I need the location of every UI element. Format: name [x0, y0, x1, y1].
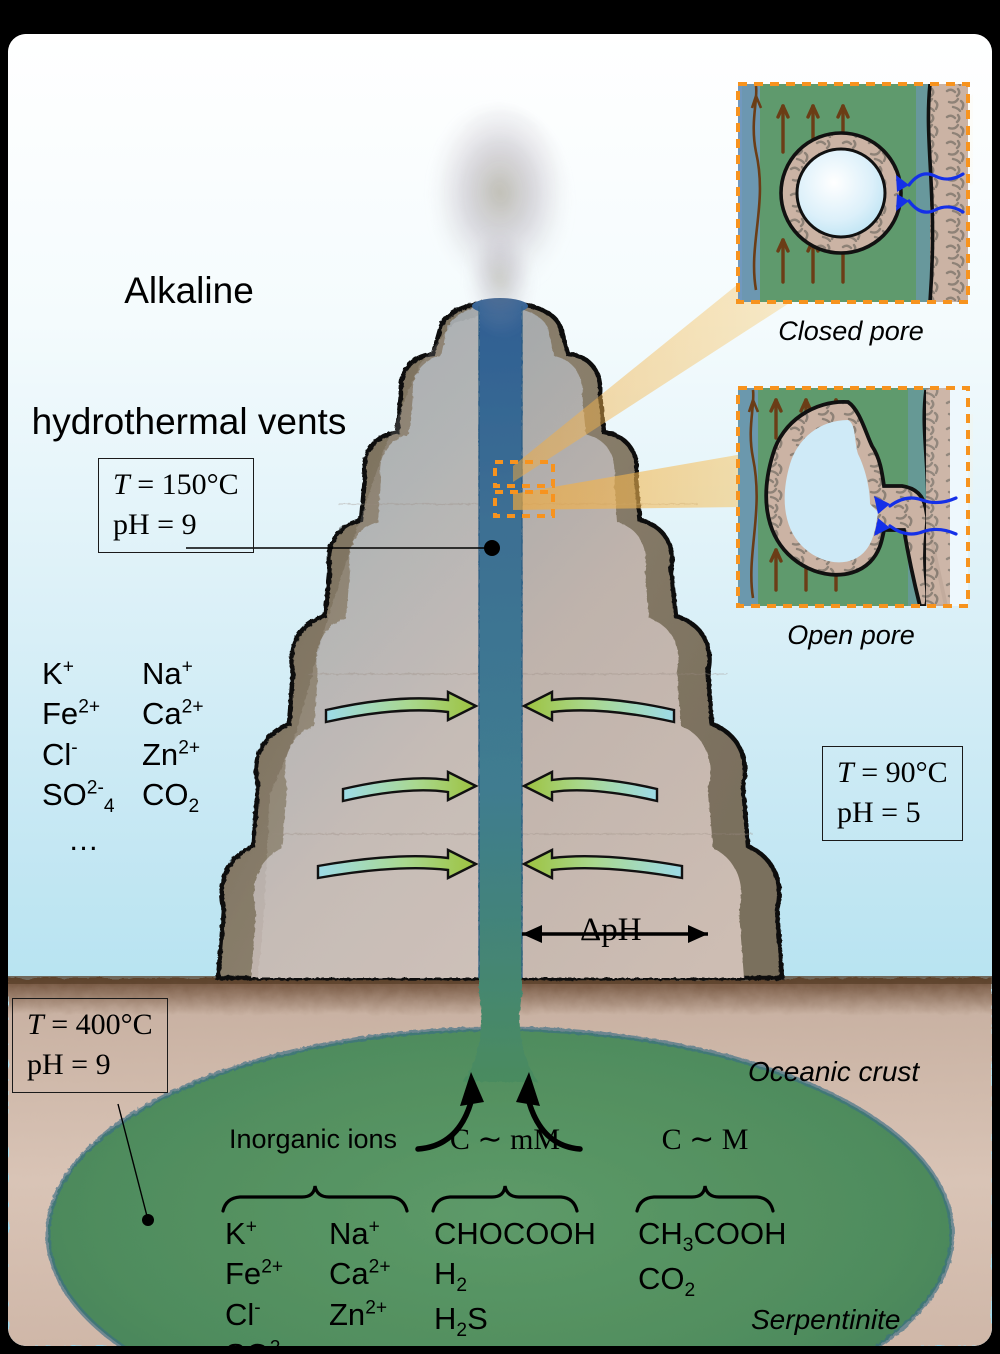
brace-m	[635, 1185, 775, 1213]
species-item: HS-R	[434, 1345, 596, 1346]
label-box-vent-outer: T = 90°C pH = 5	[822, 746, 963, 842]
ph-line-vent-outer: pH = 5	[837, 795, 921, 829]
inflow-arrowhead-left	[460, 1072, 484, 1106]
inset-streamline-closed	[752, 85, 762, 291]
brace-inorganic-ions	[221, 1185, 409, 1213]
inset-border-open	[736, 386, 970, 608]
title-line-2: hydrothermal vents	[31, 401, 347, 443]
callout-box-open	[493, 490, 555, 518]
ion-cell: Fe2+	[42, 696, 101, 732]
ion-cell: Fe2+	[225, 1256, 284, 1292]
ion-cell: CO2	[142, 776, 200, 818]
species-item: H2S	[434, 1301, 488, 1342]
inset-open-pore	[736, 386, 970, 608]
ion-row: Fe2+ Ca2+	[42, 694, 204, 734]
label-box-vent-mid: T = 150°C pH = 9	[98, 458, 254, 554]
inflow-arrowhead-right	[516, 1072, 540, 1106]
reservoir-mm-species: CHOCOOH H2 H2S HS-R	[434, 1214, 596, 1346]
ion-cell: Ca2+	[329, 1256, 391, 1292]
reservoir-inorganic-ions: K+ Na+ Fe2+ Ca2+ Cl- Zn2+ SO2-4 …	[225, 1214, 391, 1346]
ion-cell: Na+	[329, 1216, 380, 1251]
species-item: CH3COOH	[638, 1216, 787, 1257]
temp-line-reservoir: T = 400°C	[27, 1008, 153, 1041]
brace-mm	[431, 1185, 579, 1213]
species-item: CHOCOOH	[434, 1216, 596, 1251]
label-oceanic-crust: Oceanic crust	[748, 1056, 920, 1087]
pore-lumen-closed	[795, 147, 887, 239]
inset-border-closed	[736, 82, 970, 304]
pore-lumen-open	[784, 420, 878, 563]
ion-row: SO2-4 CO2	[42, 775, 204, 820]
ion-row: K+ Na+	[42, 654, 204, 694]
ion-row: K+ Na+	[225, 1214, 391, 1254]
heading-inorganic-ions: Inorganic ions	[228, 1124, 398, 1154]
heading-m: C ∼ M	[661, 1123, 749, 1156]
delta-ph-arrow	[522, 925, 708, 943]
ion-cell: …	[68, 822, 99, 858]
inset-inflow-open	[888, 496, 958, 536]
ion-cell: K+	[42, 656, 74, 691]
marker-dot-400c	[142, 1214, 154, 1226]
scene-illustration	[8, 34, 992, 1346]
hydrothermal-plume	[430, 106, 570, 336]
page-title: Alkaline hydrothermal vents	[24, 182, 354, 531]
species-item: H2	[434, 1256, 468, 1297]
leader-400c	[117, 1103, 149, 1221]
seawater-ion-list: K+ Na+ Fe2+ Ca2+ Cl- Zn2+ SO2-4 CO2 …	[42, 654, 204, 860]
ph-line-vent-mid: pH = 9	[113, 507, 197, 541]
ion-cell: Ca2+	[142, 696, 204, 732]
label-box-reservoir: T = 400°C pH = 9	[12, 998, 168, 1094]
ion-row-ellipsis: …	[42, 820, 204, 860]
convection-arrow-right	[521, 690, 684, 880]
inset-caption-closed-pore: Closed pore	[778, 316, 924, 346]
ph-line-reservoir: pH = 9	[27, 1047, 111, 1081]
group-braces	[221, 1185, 775, 1213]
ion-cell: Zn2+	[329, 1296, 388, 1332]
marker-dot-150c	[484, 540, 500, 556]
temp-line-vent-outer: T = 90°C	[837, 756, 948, 789]
ion-cell: Zn2+	[142, 736, 201, 772]
ion-cell: SO2-4	[225, 1335, 329, 1346]
inset-closed-pore	[736, 82, 970, 304]
ion-cell: K+	[225, 1216, 257, 1251]
inset-inflow-closed	[907, 172, 965, 214]
leader-lines	[117, 547, 492, 1221]
inset-streamline-open	[749, 389, 758, 599]
convection-arrow-left	[316, 690, 479, 880]
ion-row: Cl- Zn2+	[225, 1295, 391, 1335]
label-delta-ph: ΔpH	[580, 912, 642, 948]
ion-row: Fe2+ Ca2+	[225, 1254, 391, 1294]
convection-arrows	[316, 690, 684, 880]
figure-canvas: Alkaline hydrothermal vents T = 150°C pH…	[8, 34, 992, 1346]
species-item: CO2	[638, 1261, 696, 1302]
ion-cell: Cl-	[225, 1296, 261, 1332]
title-line-1: Alkaline	[124, 270, 254, 312]
callout-box-closed	[493, 460, 555, 488]
reservoir-inflow-arrows	[415, 1099, 583, 1152]
ion-row: SO2-4 …	[225, 1335, 391, 1346]
ion-cell: Cl-	[42, 736, 78, 772]
ion-cell: …	[329, 1335, 378, 1346]
ion-cell: SO2-4	[42, 776, 115, 818]
heading-mm: C ∼ mM	[449, 1123, 561, 1156]
reservoir-m-species: CH3COOH CO2	[638, 1214, 786, 1304]
temp-line-vent-mid: T = 150°C	[113, 468, 239, 501]
ion-cell: Na+	[142, 656, 193, 691]
label-serpentinite: Serpentinite	[751, 1304, 901, 1335]
callout-source-boxes	[493, 460, 555, 518]
inset-caption-open-pore: Open pore	[787, 620, 915, 650]
ion-row: Cl- Zn2+	[42, 735, 204, 775]
